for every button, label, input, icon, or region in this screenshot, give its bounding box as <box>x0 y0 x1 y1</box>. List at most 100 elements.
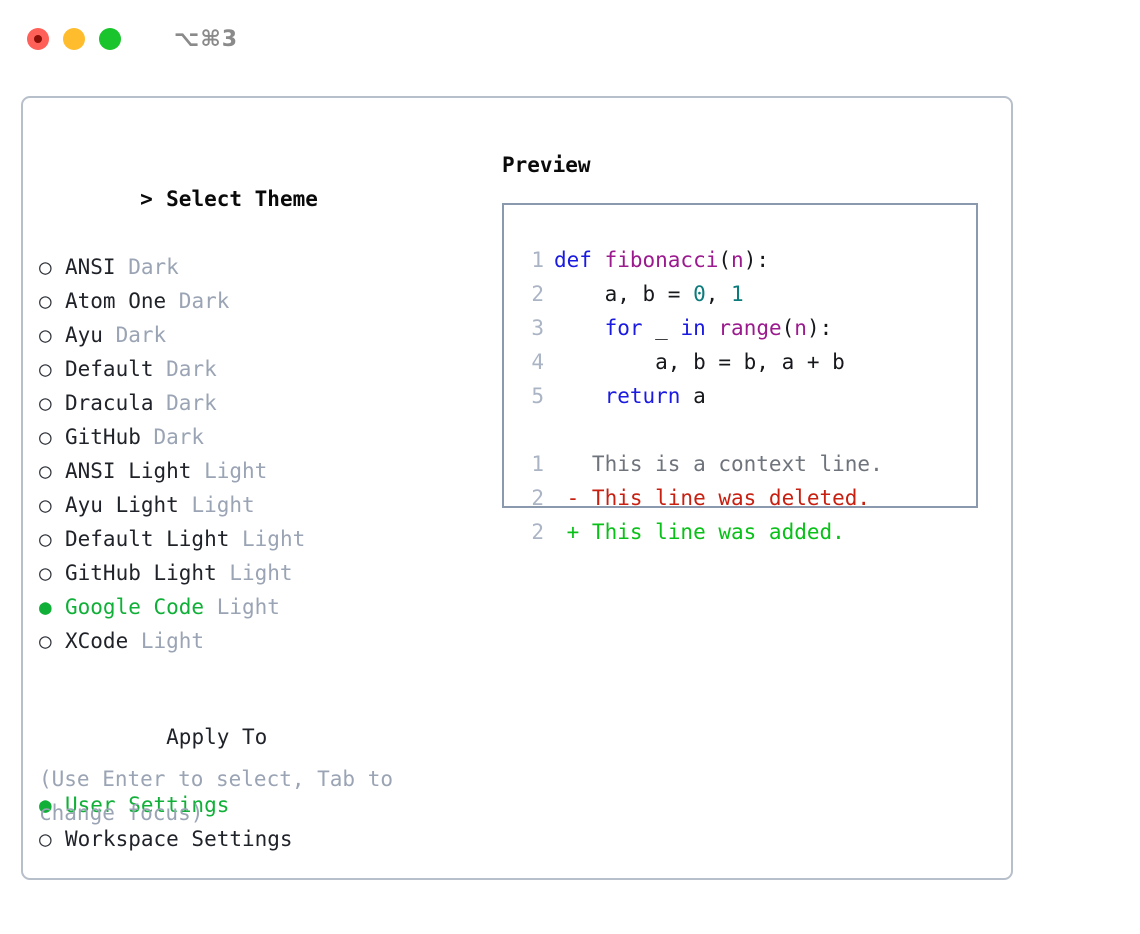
theme-option-variant-badge: Dark <box>166 289 230 313</box>
code-token-num: 1 <box>731 282 744 306</box>
radio-selected-icon: ● <box>39 793 52 817</box>
code-token-fn: n <box>794 316 807 340</box>
close-button[interactable] <box>27 28 49 50</box>
apply-to-list: ● User Settings ○ Workspace Settings <box>39 788 479 856</box>
apply-to-option-label: Workspace Settings <box>65 827 293 851</box>
code-line: 3 for _ in range(n): <box>504 311 976 345</box>
window-shortcut-label: ⌥⌘3 <box>174 26 239 52</box>
theme-option-xcode[interactable]: ○ XCode Light <box>39 624 479 658</box>
theme-option-variant-badge: Dark <box>153 357 217 381</box>
code-token-var <box>554 316 605 340</box>
apply-to-option-user-settings[interactable]: ● User Settings <box>39 788 479 822</box>
radio-unselected-icon: ○ <box>39 827 52 851</box>
radio-unselected-icon: ○ <box>39 255 52 279</box>
theme-option-label: Ayu Light <box>65 493 179 517</box>
theme-option-label: XCode <box>65 629 129 653</box>
code-token-var: a <box>680 384 706 408</box>
code-token-var: , <box>705 282 732 306</box>
code-token-fn: n <box>731 248 744 272</box>
code-token-var <box>706 316 719 340</box>
apply-to-heading-label: Apply To <box>166 725 268 749</box>
code-line: 2 a, b = 0, 1 <box>504 277 976 311</box>
code-token-var: ): <box>806 316 833 340</box>
zoom-button[interactable] <box>99 28 121 50</box>
code-token-var: a, b = <box>554 282 694 306</box>
code-token-kw: in <box>680 316 706 340</box>
theme-option-dracula[interactable]: ○ Dracula Dark <box>39 386 479 420</box>
theme-option-atom-one[interactable]: ○ Atom One Dark <box>39 284 479 318</box>
radio-unselected-icon: ○ <box>39 357 52 381</box>
minimize-button[interactable] <box>63 28 85 50</box>
theme-option-variant-badge: Dark <box>102 323 167 347</box>
theme-option-variant-badge: Light <box>229 527 306 551</box>
theme-option-ansi[interactable]: ○ANSI Dark <box>39 250 479 284</box>
theme-picker-column: >Select Theme ○ANSI Dark○Atom One Dark○A… <box>39 148 479 856</box>
diff-line-number: 1 <box>531 452 544 476</box>
code-token-kw: for <box>604 316 643 340</box>
theme-option-variant-badge: Light <box>191 459 268 483</box>
theme-option-ayu[interactable]: ○Ayu Dark <box>39 318 479 352</box>
radio-selected-icon: ● <box>39 595 52 619</box>
code-token-fn: range <box>718 316 782 340</box>
theme-option-label: Atom One <box>65 289 167 313</box>
apply-to-heading: Apply To <box>39 686 479 788</box>
code-token-var: ( <box>781 316 795 340</box>
diff-line-text: This is a context line. <box>554 452 883 476</box>
code-line-number: 2 <box>531 282 544 306</box>
code-diff-spacer <box>504 413 976 447</box>
apply-to-option-workspace-settings[interactable]: ○ Workspace Settings <box>39 822 479 856</box>
radio-unselected-icon: ○ <box>39 391 52 415</box>
theme-option-label: GitHub <box>65 425 141 449</box>
code-token-num: 0 <box>693 282 706 306</box>
theme-option-label: Dracula <box>65 391 154 415</box>
radio-unselected-icon: ○ <box>39 425 52 449</box>
radio-unselected-icon: ○ <box>39 289 52 313</box>
theme-option-google-code[interactable]: ●Google Code Light <box>39 590 479 624</box>
theme-option-default[interactable]: ○Default Dark <box>39 352 479 386</box>
diff-line-number: 2 <box>531 486 544 510</box>
code-line-number: 4 <box>531 350 544 374</box>
theme-option-variant-badge: Light <box>204 595 280 619</box>
theme-option-label: ANSI Light <box>65 459 192 483</box>
select-theme-heading-label: Select Theme <box>166 187 318 211</box>
radio-unselected-icon: ○ <box>39 459 52 483</box>
code-token-var: ): <box>743 248 769 272</box>
theme-option-variant-badge: Light <box>128 629 205 653</box>
theme-option-ansi-light[interactable]: ○ ANSI Light Light <box>39 454 479 488</box>
code-line-number: 1 <box>531 248 544 272</box>
theme-option-default-light[interactable]: ○Default Light Light <box>39 522 479 556</box>
theme-option-variant-badge: Dark <box>115 255 179 279</box>
code-line: 4 a, b = b, a + b <box>504 345 976 379</box>
code-token-var: _ <box>642 316 681 340</box>
theme-option-ayu-light[interactable]: ○Ayu Light Light <box>39 488 479 522</box>
diff-line-del: 2 - This line was deleted. <box>504 481 976 515</box>
apply-to-option-label: User Settings <box>65 793 230 817</box>
theme-option-variant-badge: Light <box>178 493 255 517</box>
preview-heading: Preview <box>502 153 591 177</box>
code-token-fn: fibonacci <box>604 248 719 272</box>
radio-unselected-icon: ○ <box>39 323 52 347</box>
code-token-var <box>554 384 605 408</box>
theme-option-github-light[interactable]: ○GitHub Light Light <box>39 556 479 590</box>
diff-line-number: 2 <box>531 520 544 544</box>
theme-option-variant-badge: Dark <box>140 425 205 449</box>
theme-option-github[interactable]: ○ GitHub Dark <box>39 420 479 454</box>
diff-line-text: - This line was deleted. <box>554 486 871 510</box>
code-token-kw: return <box>604 384 681 408</box>
diff-line-add: 2 + This line was added. <box>504 515 976 549</box>
theme-option-variant-badge: Dark <box>153 391 217 415</box>
code-line-number: 5 <box>531 384 544 408</box>
diff-sample: 1 This is a context line.2 - This line w… <box>504 447 976 549</box>
keyboard-hint-text: (Use Enter to select, Tab to change focu… <box>39 767 394 825</box>
theme-list: ○ANSI Dark○Atom One Dark○Ayu Dark○Defaul… <box>39 250 479 658</box>
window-titlebar: ⌥⌘3 <box>0 0 1140 78</box>
radio-unselected-icon: ○ <box>39 527 52 551</box>
diff-line-ctx: 1 This is a context line. <box>504 447 976 481</box>
radio-unselected-icon: ○ <box>39 561 52 585</box>
radio-unselected-icon: ○ <box>39 629 52 653</box>
heading-marker: > <box>140 187 153 211</box>
